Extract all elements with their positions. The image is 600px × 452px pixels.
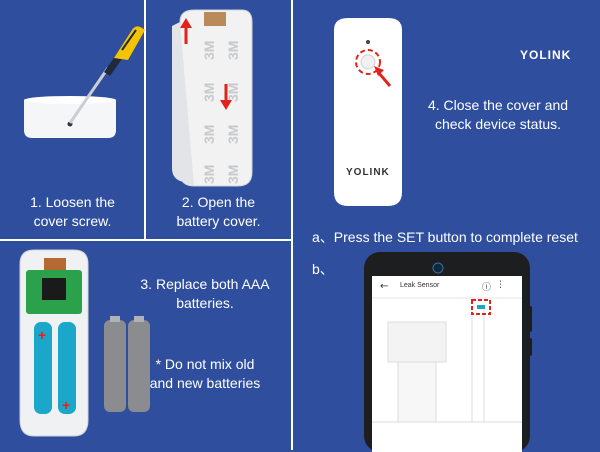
- arrow-up-icon: [180, 18, 192, 44]
- step4-caption: 4. Close the cover and check device stat…: [427, 97, 569, 132]
- pointer-arrow-icon: [374, 66, 392, 87]
- yolink-logo: YOLINK: [520, 48, 572, 62]
- svg-text:3M: 3M: [201, 125, 217, 144]
- room-illustration: [372, 308, 522, 423]
- device-highlight: [471, 299, 491, 315]
- svg-text:3M: 3M: [201, 83, 217, 102]
- reset-instruction-b: b、: [312, 261, 334, 277]
- step3-note: * Do not mix old and new batteries: [149, 356, 261, 391]
- device-front: [334, 18, 402, 206]
- svg-text:3M: 3M: [225, 125, 241, 144]
- battery-right: +: [58, 322, 76, 414]
- set-button-highlight: [355, 49, 381, 75]
- step2-caption: 2. Open the battery cover.: [176, 194, 261, 229]
- sensor-top: [24, 96, 116, 104]
- step2-illustration: 3M 3M 3M 3M 3M 3M 3M 3M: [172, 9, 253, 187]
- divider-vertical-main: [291, 0, 293, 450]
- battery-cover: [179, 9, 253, 187]
- divider-vertical-left: [144, 0, 146, 240]
- divider-horizontal-left: [0, 239, 292, 241]
- spring-coil: [204, 12, 226, 26]
- svg-text:+: +: [38, 327, 46, 343]
- more-icon[interactable]: ⋮: [496, 280, 505, 290]
- device-illustration: [334, 18, 402, 206]
- phone-screen-title: Leak Sensor: [400, 282, 440, 289]
- phone-screen: [372, 276, 522, 452]
- help-icon[interactable]: ⓘ: [482, 283, 492, 293]
- step3-illustration: + +: [19, 249, 150, 437]
- step3-caption: 3. Replace both AAA batteries.: [140, 276, 270, 311]
- screwdriver-icon: [68, 26, 145, 124]
- reset-instruction-a: a、Press the SET button to complete reset: [312, 229, 578, 245]
- camera-lens: [432, 262, 444, 274]
- step1-illustration: [24, 26, 145, 138]
- set-button: [360, 54, 376, 70]
- sensor-body: [24, 100, 116, 138]
- arrow-down-icon: [220, 84, 232, 110]
- svg-text:3M: 3M: [225, 41, 241, 60]
- svg-text:3M: 3M: [225, 165, 241, 184]
- svg-text:3M: 3M: [225, 83, 241, 102]
- phone-illustration: [364, 252, 532, 452]
- back-arrow-icon[interactable]: ←: [380, 281, 389, 292]
- svg-text:+: +: [62, 397, 70, 413]
- svg-text:3M: 3M: [201, 41, 217, 60]
- battery-left: +: [34, 322, 52, 414]
- adhesive-pattern: 3M 3M 3M 3M 3M 3M 3M 3M: [201, 41, 241, 184]
- device-logo: YOLINK: [346, 167, 390, 178]
- led-indicator: [366, 40, 370, 44]
- antenna-coil: [44, 258, 66, 270]
- new-batteries: [104, 316, 150, 412]
- step1-caption: 1. Loosen the cover screw.: [30, 194, 115, 229]
- svg-text:3M: 3M: [201, 165, 217, 184]
